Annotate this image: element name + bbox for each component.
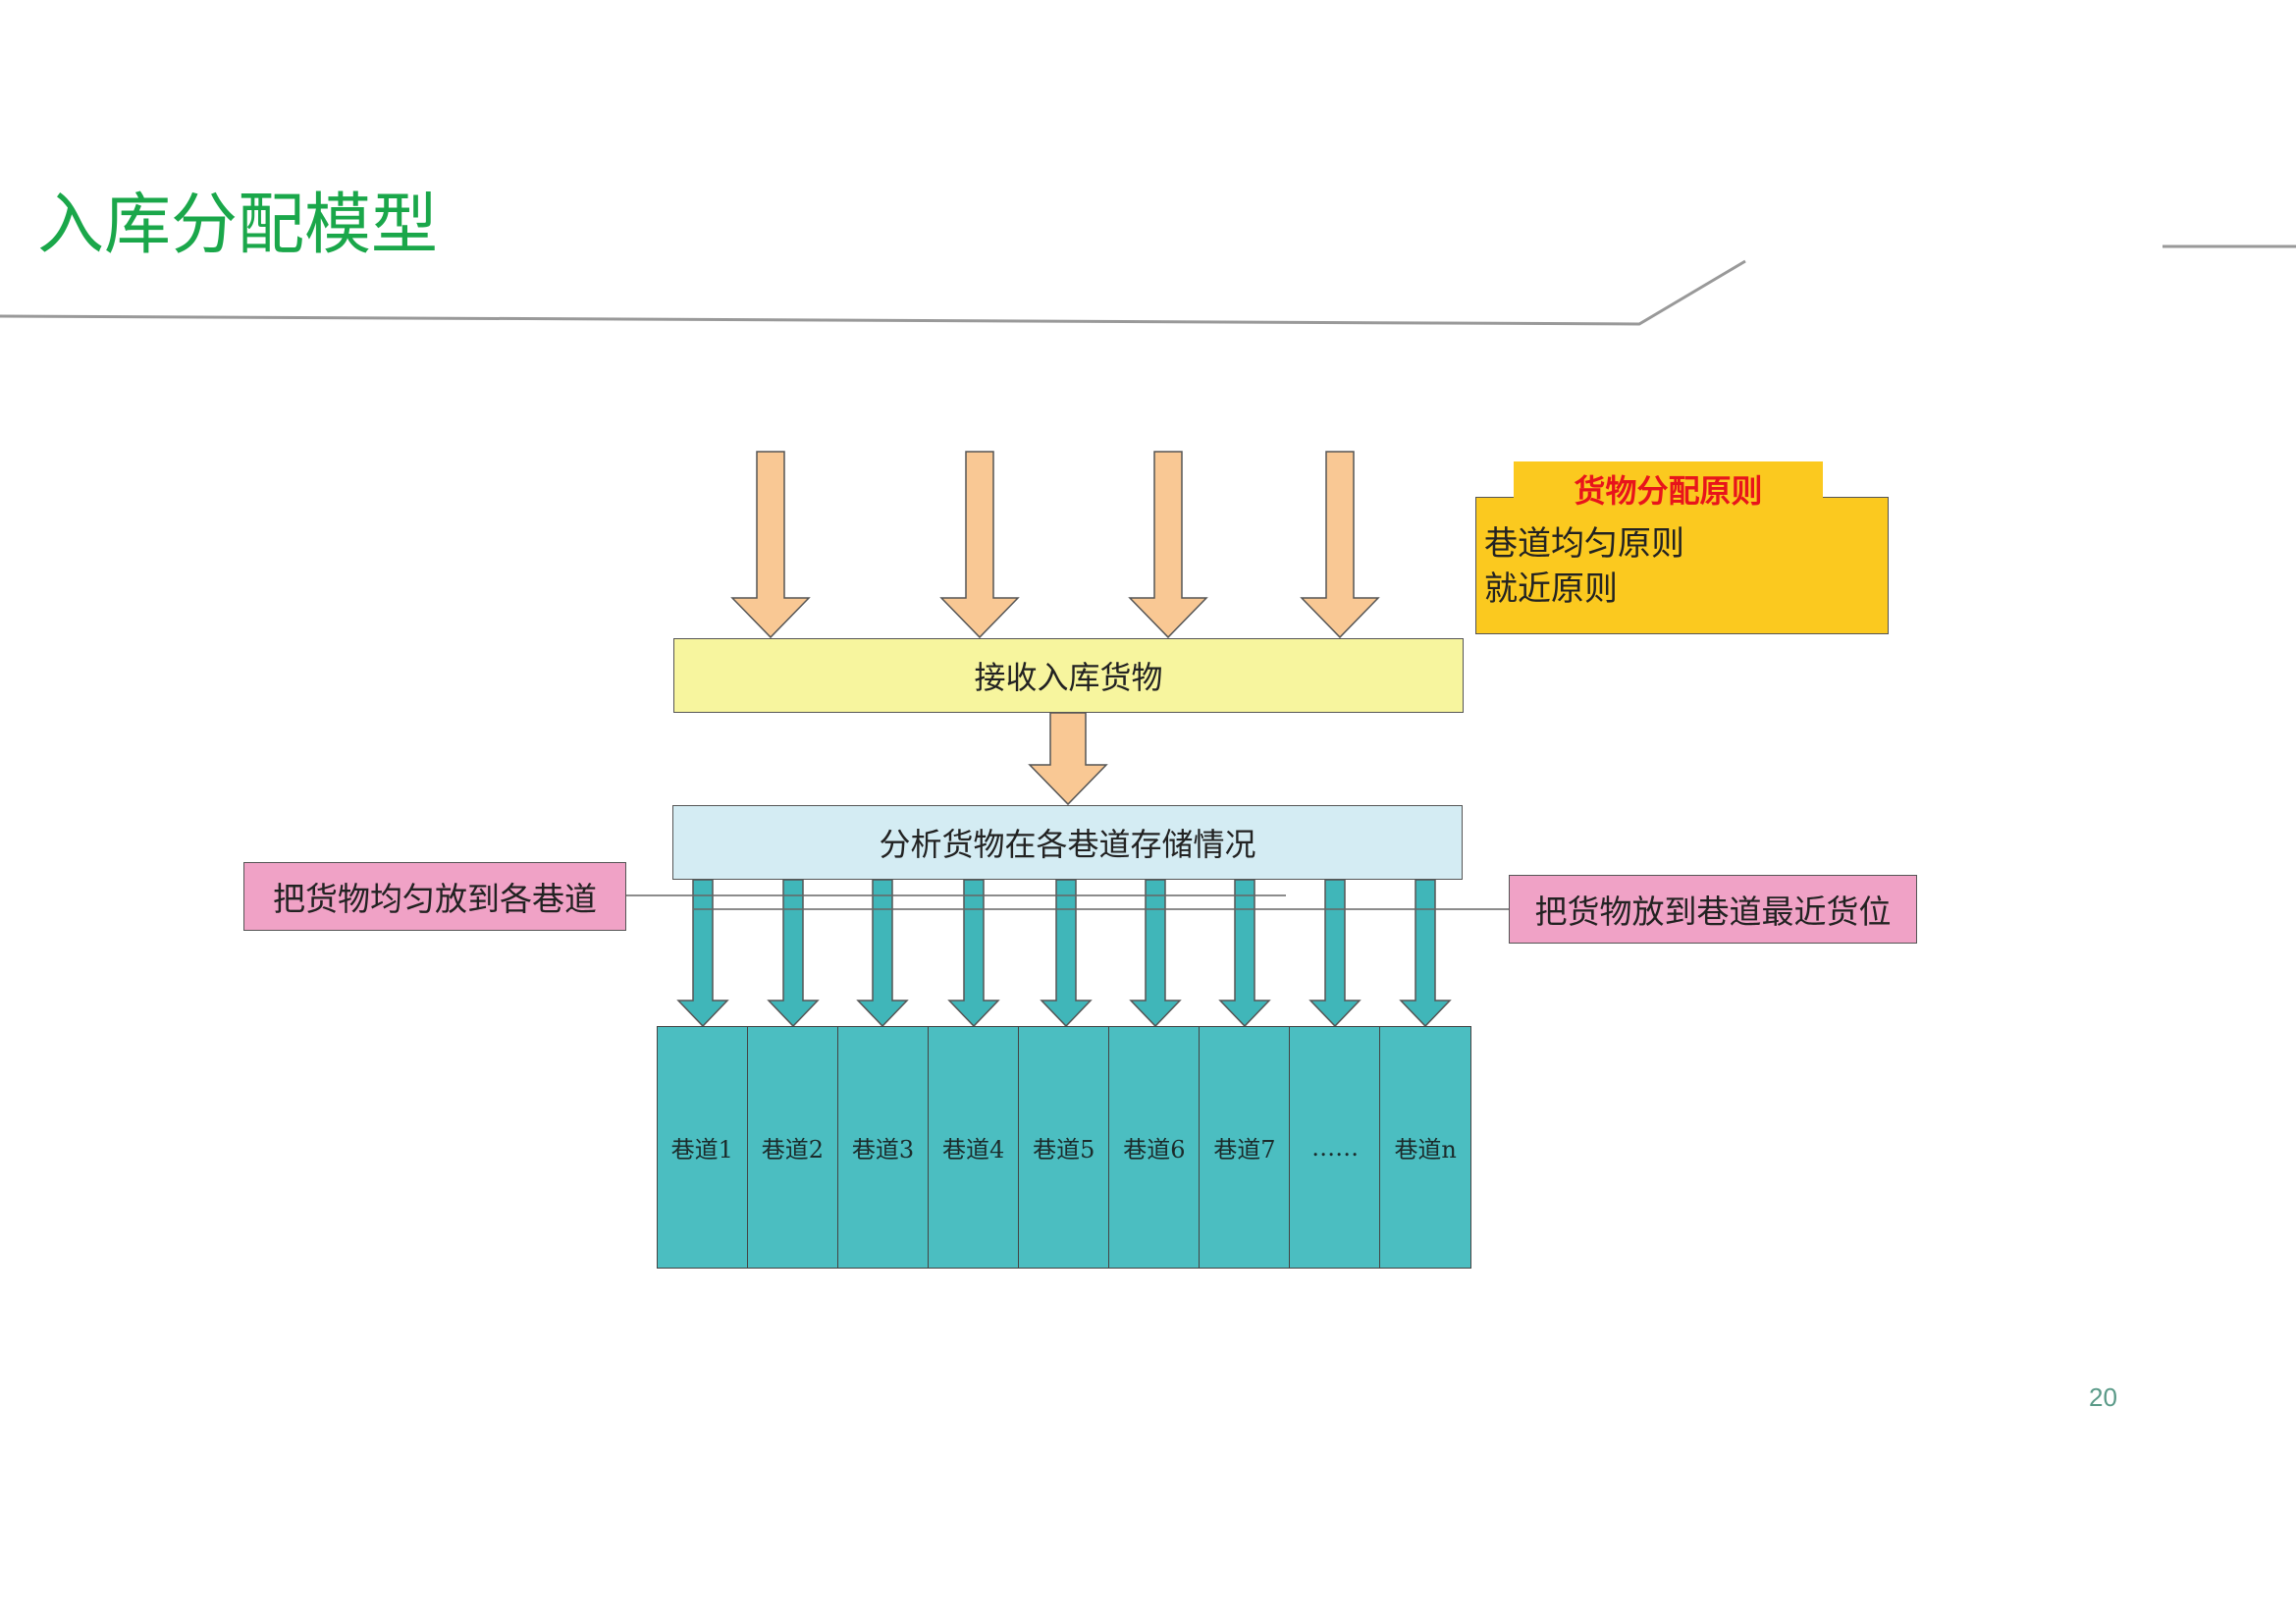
- lane-arrows: [676, 879, 1452, 1028]
- analyze-lanes-box: 分析货物在各巷道存储情况: [672, 805, 1463, 880]
- lane-cell: 巷道3: [836, 1026, 930, 1269]
- header-decoration: [0, 244, 2296, 326]
- receive-to-analyze-arrow: [1028, 712, 1108, 806]
- lane-row: 巷道1 巷道2 巷道3 巷道4 巷道5 巷道6 巷道7 …… 巷道n: [656, 1026, 1471, 1269]
- lane-cell: 巷道7: [1199, 1026, 1291, 1269]
- lane-cell: 巷道6: [1108, 1026, 1201, 1269]
- input-arrow: [939, 451, 1020, 639]
- lane-arrow: [1129, 879, 1182, 1028]
- lane-cell: 巷道4: [927, 1026, 1020, 1269]
- lane-cell: 巷道5: [1017, 1026, 1110, 1269]
- receive-goods-box: 接收入库货物: [673, 638, 1464, 713]
- input-arrow: [730, 451, 811, 639]
- input-arrow: [1300, 451, 1380, 639]
- lane-cell: 巷道2: [746, 1026, 839, 1269]
- lane-cell: 巷道1: [656, 1026, 749, 1269]
- principle-header: 货物分配原则: [1514, 461, 1823, 516]
- input-arrows: [730, 451, 1380, 639]
- principle-box: 巷道均匀原则 就近原则: [1475, 497, 1889, 634]
- principle-item: 就近原则: [1484, 569, 1618, 609]
- down-arrow: [1028, 712, 1108, 806]
- input-arrow: [1128, 451, 1208, 639]
- even-distribution-strategy-box: 把货物均匀放到各巷道: [243, 862, 626, 931]
- lane-arrow: [767, 879, 820, 1028]
- lane-arrow: [856, 879, 909, 1028]
- principle-item: 巷道均匀原则: [1484, 524, 1684, 564]
- lane-cell: 巷道n: [1379, 1026, 1471, 1269]
- lane-arrow: [1040, 879, 1093, 1028]
- lane-arrow: [947, 879, 1000, 1028]
- lane-arrow: [1399, 879, 1452, 1028]
- lane-arrow: [1218, 879, 1271, 1028]
- lane-arrow: [1308, 879, 1362, 1028]
- nearest-slot-strategy-box: 把货物放到巷道最近货位: [1509, 875, 1917, 944]
- lane-arrow: [676, 879, 729, 1028]
- lane-cell: ……: [1289, 1026, 1381, 1269]
- page-title: 入库分配模型: [37, 187, 439, 264]
- page-number: 20: [2089, 1382, 2117, 1412]
